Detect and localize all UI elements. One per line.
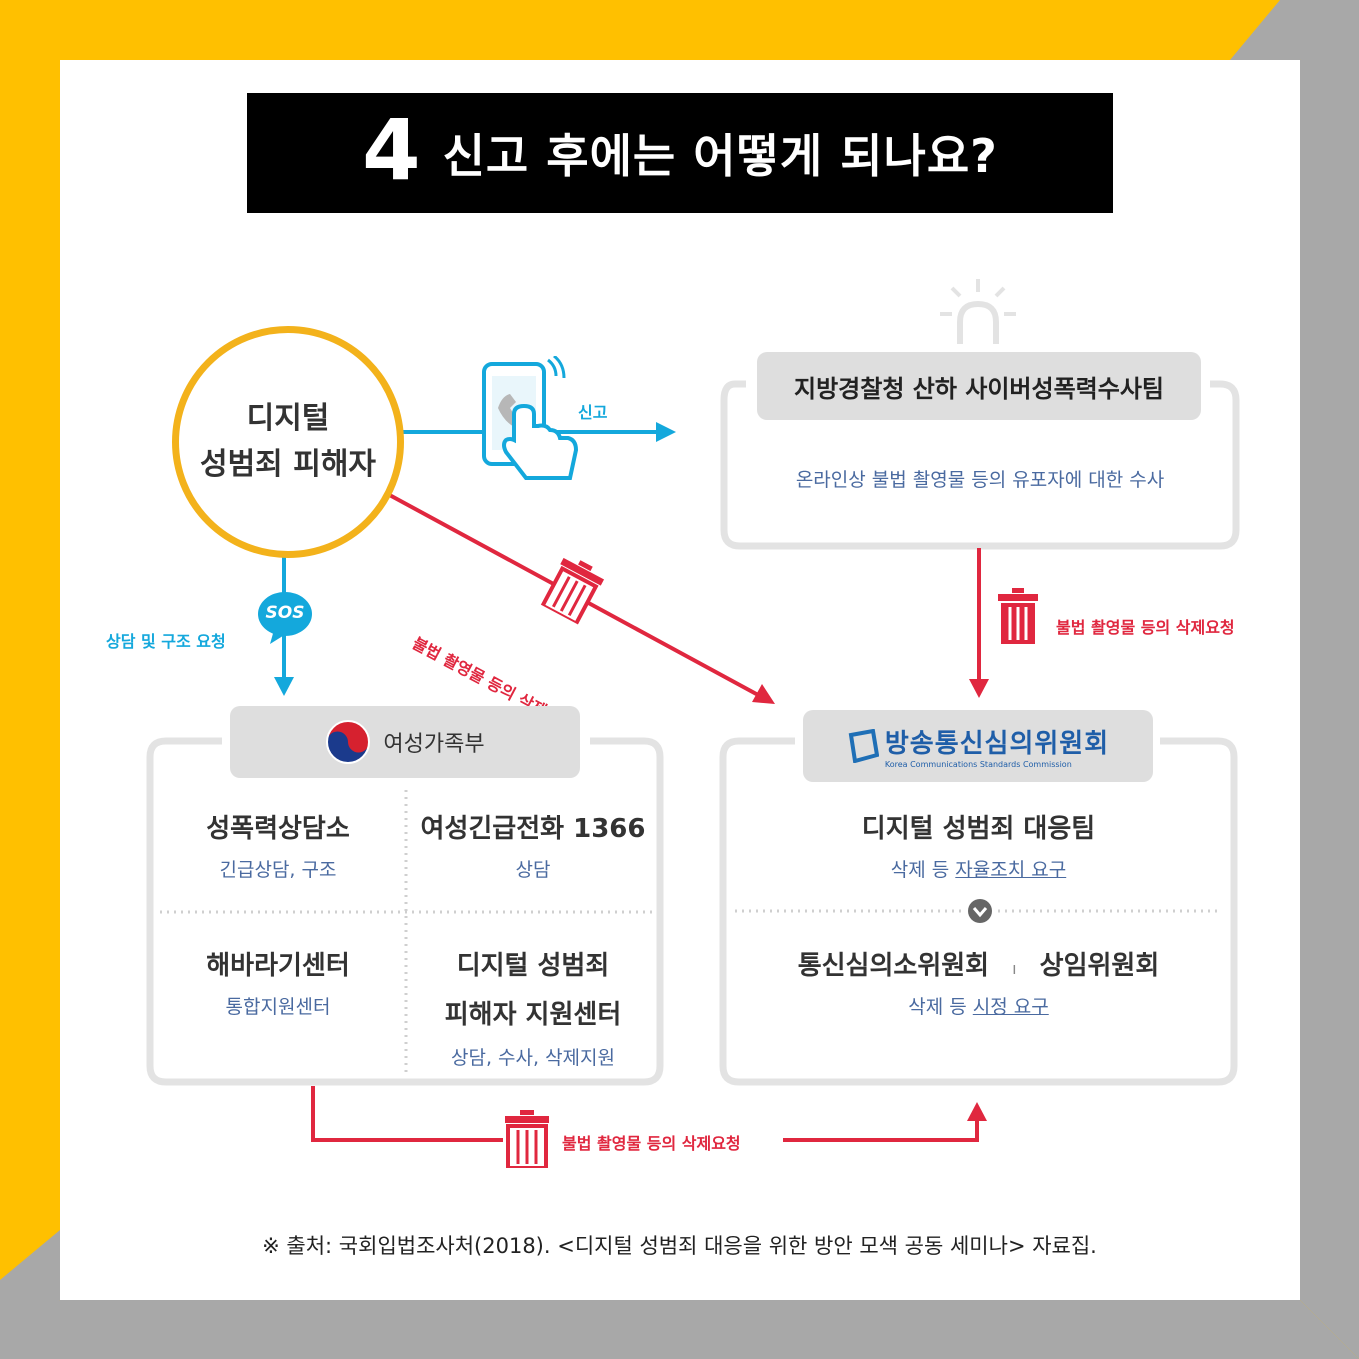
kcsc-header: 방송통신심의위원회 Korea Communications Standards… (803, 710, 1153, 782)
sos-bubble-icon: SOS (256, 590, 314, 644)
kcsc-logo-icon (848, 729, 879, 763)
cell-title: 피해자 지원센터 (444, 1000, 622, 1030)
delete-request-label-bottom: 불법 촬영물 등의 삭제요청 (562, 1134, 741, 1153)
title-text: 신고 후에는 어떻게 되나요? (442, 129, 998, 183)
title-number: 4 (362, 101, 421, 199)
kcsc-team-title: 디지털 성범죄 대응팀 (861, 814, 1096, 844)
standing-committee-name: 상임위원회 (1039, 951, 1160, 981)
ministry-header: 여성가족부 (230, 706, 580, 778)
kcsc-committee-sub-prefix: 삭제 등 (908, 996, 973, 1018)
source-note: ※ 출처: 국회입법조사처(2018). <디지털 성범죄 대응을 위한 방안 … (262, 1234, 1097, 1258)
victim-line1: 디지털 (246, 401, 330, 436)
kcsc-team-sub-link: 자율조치 요구 (955, 859, 1067, 881)
counsel-request-label: 상담 및 구조 요청 (106, 632, 226, 651)
kcsc-name-en: Korea Communications Standards Commissio… (884, 760, 1072, 769)
cell-sub: 통합지원센터 (225, 996, 331, 1018)
kcsc-name: 방송통신심의위원회 (884, 729, 1110, 759)
report-label: 신고 (578, 403, 608, 422)
cell-title: 디지털 성범죄 (456, 951, 610, 981)
phone-touch-icon (482, 356, 579, 480)
kcsc-committee-row: 통신심의소위원회 ı 상임위원회 (723, 945, 1234, 982)
cell-sub: 긴급상담, 구조 (219, 859, 337, 881)
victim-line2: 성범죄 피해자 (199, 447, 377, 482)
kcsc-team-sub: 삭제 등 자율조치 요구 (723, 855, 1234, 882)
ministry-cell-3: 해바라기센터 통합지원센터 (150, 945, 406, 1019)
chevron-down-icon (968, 899, 992, 923)
ministry-name: 여성가족부 (383, 732, 485, 757)
kcsc-committee-sub: 삭제 등 시정 요구 (723, 992, 1234, 1019)
kcsc-committees: 통신심의소위원회 ı 상임위원회 삭제 등 시정 요구 (723, 945, 1234, 1019)
kcsc-team-sub-prefix: 삭제 등 (890, 859, 956, 881)
trash-icon (539, 557, 605, 626)
siren-icon (940, 279, 1016, 344)
page-title: 4 신고 후에는 어떻게 되나요? (247, 93, 1113, 213)
police-description: 온라인상 불법 촬영물 등의 유포자에 대한 수사 (795, 469, 1165, 491)
sub-committee-name: 통신심의소위원회 (797, 951, 990, 981)
victim-circle: 디지털 성범죄 피해자 (172, 326, 404, 558)
kcsc-team: 디지털 성범죄 대응팀 삭제 등 자율조치 요구 (723, 808, 1234, 882)
trash-icon (505, 1110, 549, 1168)
ministry-cell-2: 여성긴급전화 1366 상담 (406, 808, 660, 882)
taegeuk-icon (326, 720, 371, 764)
sos-label: SOS (265, 603, 305, 623)
cell-title: 성폭력상담소 (206, 814, 350, 844)
committee-separator: ı (1012, 959, 1017, 978)
ministry-cell-1: 성폭력상담소 긴급상담, 구조 (150, 808, 406, 882)
cell-title: 해바라기센터 (206, 951, 350, 981)
cell-sub: 상담 (515, 859, 551, 881)
ministry-cell-4: 디지털 성범죄 피해자 지원센터 상담, 수사, 삭제지원 (406, 945, 660, 1070)
content-card (60, 60, 1300, 1300)
cell-sub: 상담, 수사, 삭제지원 (451, 1047, 615, 1069)
delete-request-label-police: 불법 촬영물 등의 삭제요청 (1056, 618, 1235, 637)
trash-icon (998, 588, 1038, 644)
police-team-title: 지방경찰청 산하 사이버성폭력수사팀 (757, 352, 1201, 420)
kcsc-committee-sub-link: 시정 요구 (972, 996, 1049, 1018)
cell-title: 여성긴급전화 1366 (420, 814, 646, 844)
